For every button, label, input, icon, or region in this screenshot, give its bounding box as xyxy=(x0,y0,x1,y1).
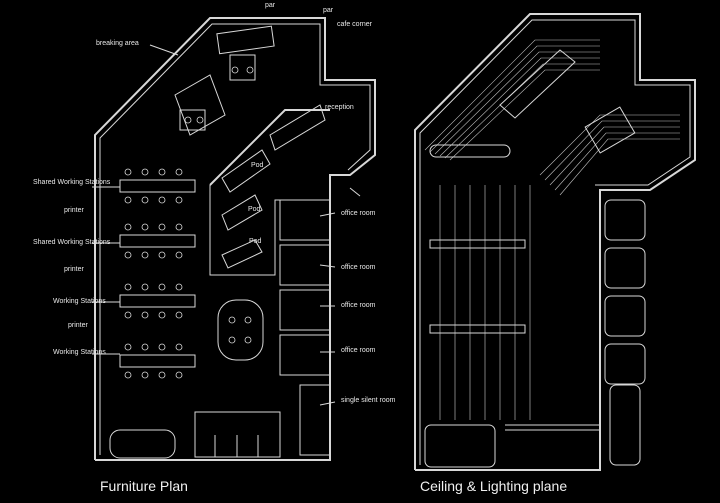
label-office-3: office room xyxy=(341,302,376,309)
label-pod-1: Pod xyxy=(251,162,264,169)
label-ws-2: Working Stations xyxy=(53,349,106,356)
label-par-top: par xyxy=(265,2,276,9)
label-reception: reception xyxy=(325,104,354,111)
label-office-2: office room xyxy=(341,264,376,271)
label-pod-2: Pod xyxy=(248,206,261,213)
label-shared-ws-1: Shared Working Stations xyxy=(33,179,111,186)
label-breaking-area: breaking area xyxy=(96,40,139,47)
label-printer-2: printer xyxy=(64,266,84,273)
label-silent-room: single silent room xyxy=(341,397,396,404)
label-pod-3: Pod xyxy=(249,238,262,245)
label-ws-1: Working Stations xyxy=(53,298,106,305)
label-shared-ws-2: Shared Working Stations xyxy=(33,239,111,246)
label-printer-3: printer xyxy=(68,322,88,329)
label-office-4: office room xyxy=(341,347,376,354)
ceiling-plan-drawing xyxy=(414,13,696,471)
label-cafe-corner: cafe corner xyxy=(337,21,373,28)
label-office-1: office room xyxy=(341,210,376,217)
ceiling-plan-caption: Ceiling & Lighting plane xyxy=(420,478,568,494)
label-par-right: par xyxy=(323,7,334,14)
label-printer-1: printer xyxy=(64,207,84,214)
furniture-plan-drawing xyxy=(92,17,376,461)
furniture-plan-caption: Furniture Plan xyxy=(100,478,188,494)
